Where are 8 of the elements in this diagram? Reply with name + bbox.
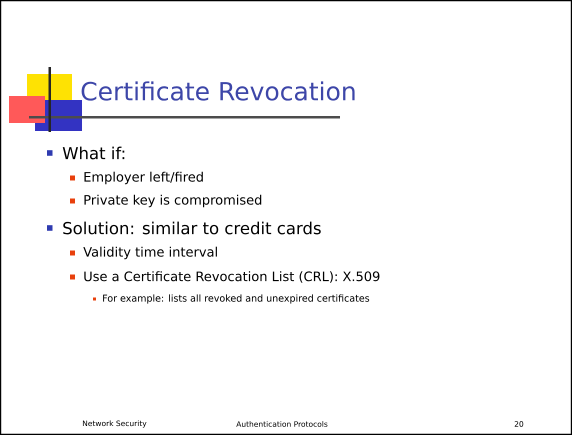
bullet-text: Employer left/fired — [84, 172, 203, 184]
bullet-text: What if: — [62, 146, 124, 160]
bullet-text: Solution: similar to credit cards — [63, 222, 321, 234]
bullet-text: Use a Certificate Revocation List (CRL): X.509 — [84, 271, 380, 283]
slide-title: Certificate Revocation — [82, 81, 355, 101]
bullet-text: Private key is compromised — [84, 194, 262, 208]
bullet-text: Validity time interval — [83, 246, 217, 260]
bullet-text: For example: lists all revoked and unexpired certificates — [103, 294, 370, 304]
